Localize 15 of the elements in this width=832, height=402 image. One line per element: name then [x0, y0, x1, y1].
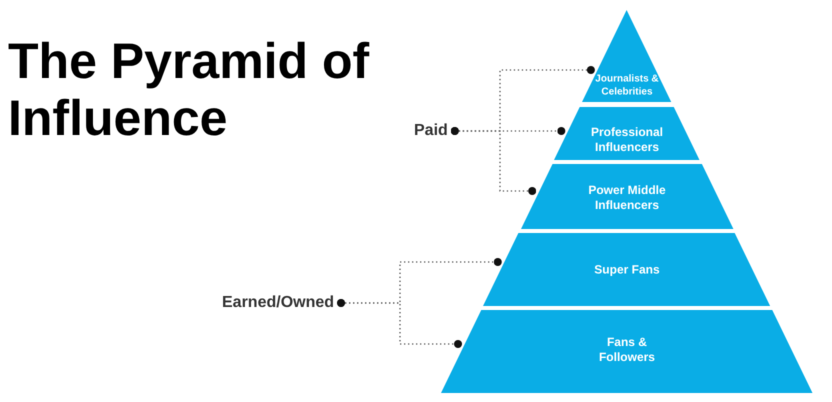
leader-line	[337, 299, 462, 348]
leader-line	[450, 127, 536, 195]
tier-label: Super Fans	[594, 262, 660, 278]
tier-label: Fans & Followers	[598, 335, 656, 365]
tier-label: Professional Influencers	[590, 125, 664, 155]
group-label: Paid	[414, 121, 448, 141]
group-label: Earned/Owned	[222, 293, 334, 313]
pyramid-tier	[582, 10, 672, 102]
pyramid-tier	[441, 310, 813, 393]
pyramid-tier	[483, 233, 771, 306]
title: The Pyramid of Influence	[8, 33, 370, 147]
tier-label: Power Middle Influencers	[587, 183, 667, 213]
pyramid-tier	[554, 107, 700, 160]
pyramid-tier	[520, 164, 734, 229]
tier-label: Journalists & Celebrities	[594, 74, 660, 98]
